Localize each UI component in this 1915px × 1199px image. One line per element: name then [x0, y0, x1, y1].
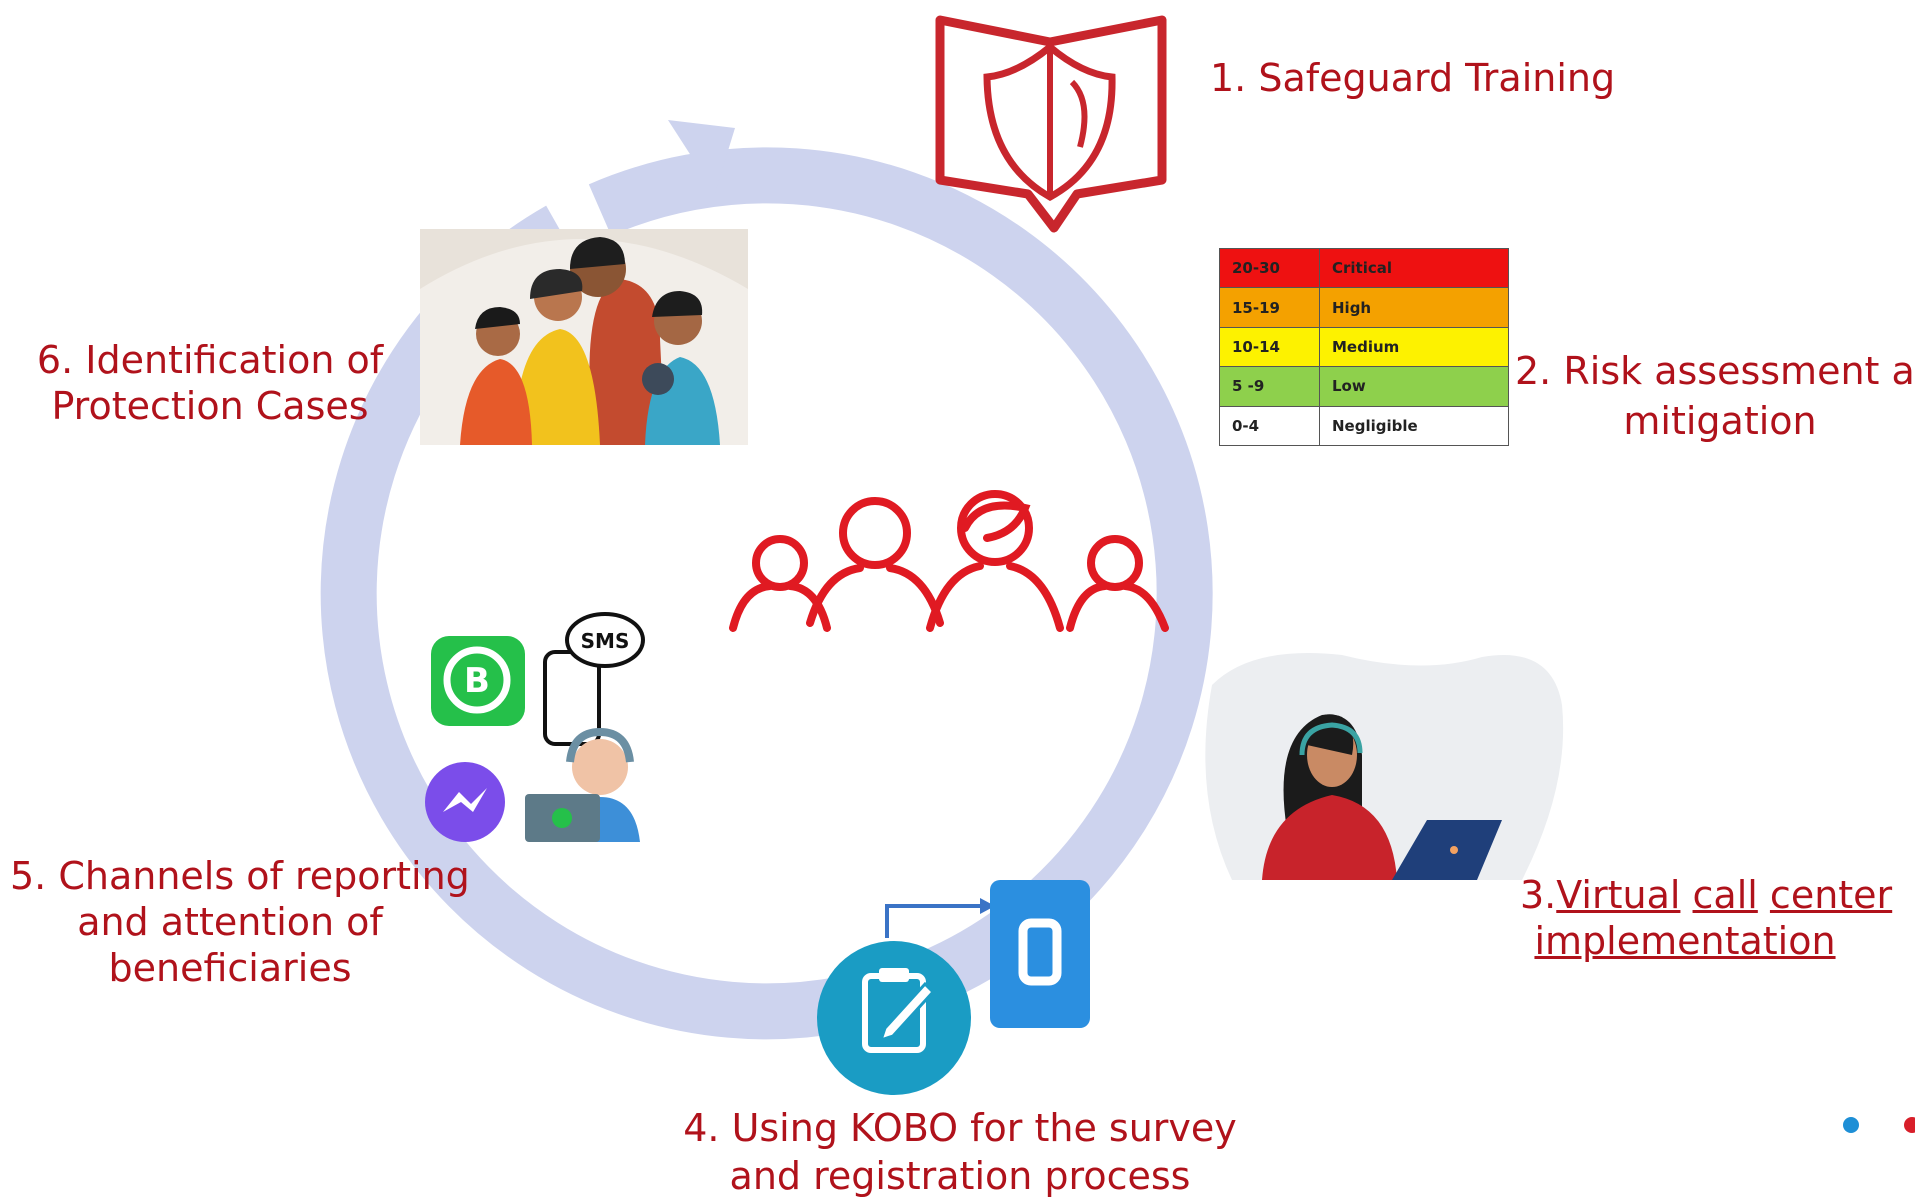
svg-text:SMS: SMS: [581, 629, 630, 653]
svg-text:B: B: [464, 661, 490, 701]
step-4-label: 4. Using KOBO for the survey and registr…: [683, 1106, 1237, 1198]
family-illustration: [420, 229, 748, 445]
cycle-arrowhead: [668, 120, 735, 193]
people-group-icon: [729, 490, 1169, 632]
book-shield-icon: [935, 15, 1167, 233]
center-link[interactable]: center: [1769, 873, 1893, 917]
step-2-label: 2. Risk assessment and mitigation: [1515, 349, 1915, 443]
reporting-channels-icons: B SMS: [425, 612, 645, 842]
step-1-label: 1. Safeguard Training: [1210, 56, 1616, 100]
call-center-agent-illustration: [1205, 653, 1564, 880]
step-6-label: 6. Identification of Protection Cases: [36, 338, 384, 428]
kobo-icons: [817, 880, 1090, 1095]
step-5-label: 5. Channels of reporting and attention o…: [10, 854, 470, 990]
cycle-arc: [320, 147, 1213, 1040]
implementation-link[interactable]: implementation: [1534, 919, 1836, 963]
step-3-label: 3.Virtual call center implementation: [1520, 873, 1893, 963]
call-link[interactable]: call: [1692, 873, 1758, 917]
virtual-link[interactable]: Virtual: [1556, 873, 1681, 917]
